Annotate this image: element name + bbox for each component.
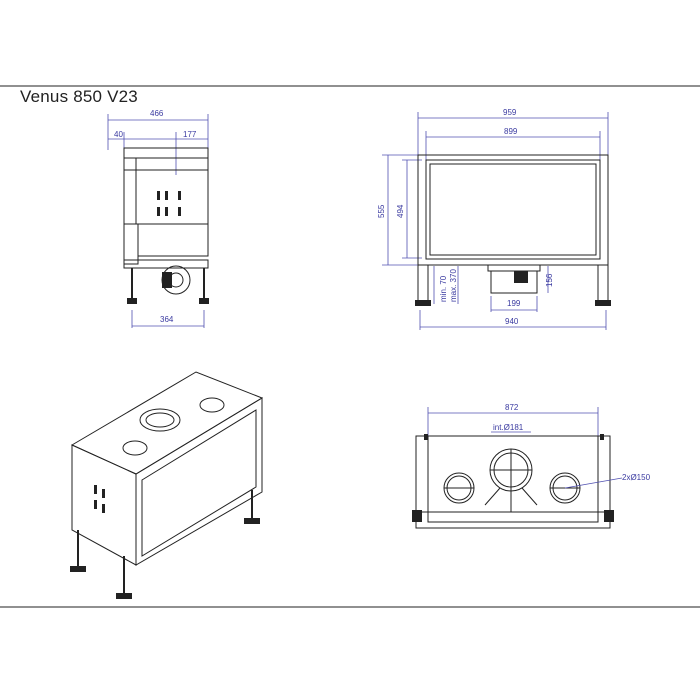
dim-364: 364	[160, 315, 174, 324]
dim-899: 899	[504, 127, 518, 136]
top-view: 872 int.Ø181 2xØ150	[412, 403, 651, 529]
dim-494: 494	[396, 204, 405, 218]
dim-max-370: max. 370	[449, 269, 458, 302]
dim-min-70: min. 70	[439, 275, 448, 302]
dim-199: 199	[507, 299, 521, 308]
dim-555: 555	[377, 204, 386, 218]
dim-466: 466	[150, 109, 164, 118]
dim-177: 177	[183, 130, 197, 139]
front-view: 959 899 555 494	[377, 108, 611, 330]
dim-959: 959	[503, 108, 517, 117]
dim-872: 872	[505, 403, 519, 412]
isometric-view	[70, 371, 264, 599]
dim-side-outlets: 2xØ150	[622, 473, 651, 482]
product-title: Venus 850 V23	[20, 87, 138, 106]
dim-40: 40	[114, 130, 123, 139]
dim-156: 156	[545, 273, 554, 287]
side-view: 466 40 177	[107, 109, 209, 328]
dim-outlet: int.Ø181	[493, 423, 524, 432]
dim-940: 940	[505, 317, 519, 326]
